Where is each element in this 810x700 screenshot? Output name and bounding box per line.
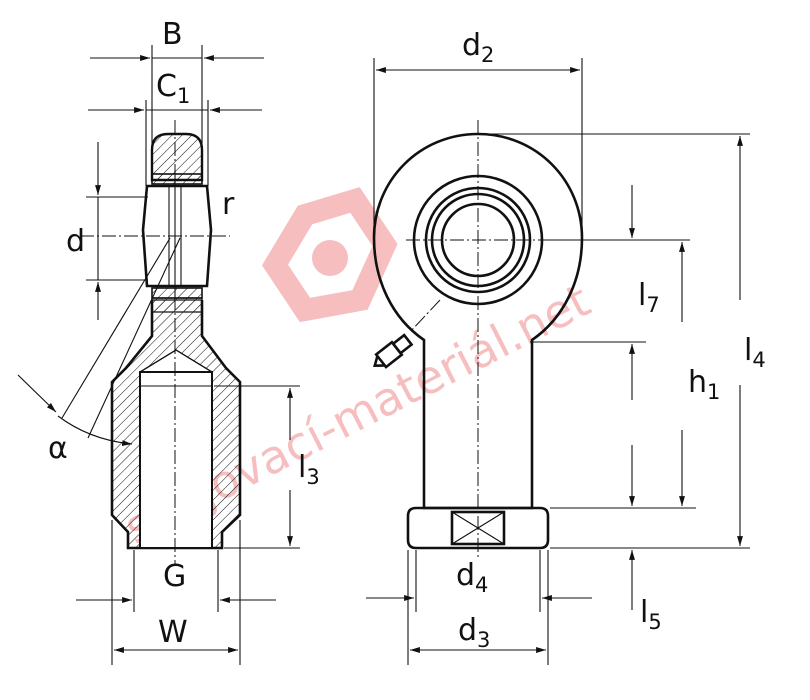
label-d4: d4 <box>456 558 488 597</box>
side-view <box>80 120 242 565</box>
dimension-g: G <box>76 550 276 612</box>
dimension-d4: d4 <box>366 550 592 612</box>
label-l3: l3 <box>298 450 320 489</box>
label-c1: C1 <box>156 69 190 108</box>
label-d3: d3 <box>458 613 490 652</box>
dimension-l7: l7 <box>530 185 690 400</box>
grease-nipple-icon <box>373 333 414 369</box>
label-r: r <box>222 187 235 222</box>
watermark-logo <box>261 187 398 323</box>
label-d2: d2 <box>462 28 494 67</box>
label-w: W <box>158 615 188 650</box>
dimension-l3: l3 <box>214 385 320 549</box>
dimension-l5: l5 <box>629 445 662 634</box>
label-h1: h1 <box>688 365 720 404</box>
label-l7: l7 <box>638 278 660 317</box>
dimension-alpha: α <box>17 237 181 466</box>
dimension-c1: C1 <box>88 69 262 186</box>
label-b: B <box>162 17 183 52</box>
label-l4: l4 <box>744 333 766 372</box>
dimension-w: W <box>111 520 241 665</box>
label-g: G <box>163 559 186 594</box>
dimension-h1: h1 <box>550 242 720 509</box>
dimension-d3: d3 <box>407 550 549 665</box>
dimension-d2: d2 <box>373 28 583 236</box>
label-l5: l5 <box>640 595 662 634</box>
label-alpha: α <box>48 431 68 466</box>
label-d: d <box>66 224 85 259</box>
dimension-d: d <box>66 142 148 320</box>
dimension-l4: l4 <box>478 133 766 549</box>
